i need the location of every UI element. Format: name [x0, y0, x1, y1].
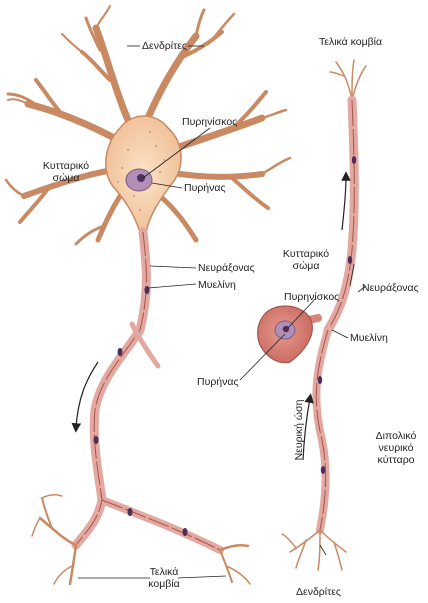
bipolar-nucleus-label: Πυρήνας: [197, 376, 239, 388]
bipolar-myelin-label: Μυελίνη: [350, 332, 388, 344]
multipolar-cell-body-label-line2: σώμα: [38, 172, 94, 184]
multipolar-nucleolus: [137, 174, 145, 182]
multipolar-axon-label: Νευράξονας: [198, 262, 255, 274]
multipolar-neuron: [6, 6, 290, 584]
multipolar-dendrites-label: Δενδρίτες: [142, 40, 187, 52]
bipolar-up-arrow: [342, 176, 346, 230]
bipolar-terminals-label: Τελικά κομβία: [319, 36, 382, 48]
bipolar-terminals: [330, 60, 366, 100]
bipolar-signal-direction-label: Νευρική ώση: [293, 390, 305, 470]
bipolar-title-line2: νευρικό: [364, 442, 428, 454]
bipolar-dendrites-label: Δενδρίτες: [296, 586, 341, 598]
multipolar-cell-body-label: Κυτταρικό σώμα: [38, 160, 94, 184]
multipolar-terminals-label: Τελικά κομβία: [136, 566, 192, 590]
bipolar-title-line1: Διπολικό: [364, 430, 428, 442]
bipolar-cell-body-label: Κυτταρικό σώμα: [278, 248, 334, 272]
bipolar-dendrites: [282, 530, 346, 570]
bipolar-title-line3: κύτταρο: [364, 454, 428, 466]
bipolar-title: Διπολικό νευρικό κύτταρο: [364, 430, 428, 466]
multipolar-terminals-label-line1: Τελικά: [136, 566, 192, 578]
bipolar-neuron: [258, 60, 366, 570]
multipolar-nucleolus-label: Πυρηνίσκος: [182, 116, 237, 128]
multipolar-cell-body-label-line1: Κυτταρικό: [38, 160, 94, 172]
multipolar-terminals-label-line2: κομβία: [136, 578, 192, 590]
multipolar-nucleus-label: Πυρήνας: [184, 182, 226, 194]
bipolar-cell-body-label-line2: σώμα: [278, 260, 334, 272]
bipolar-nucleolus-label: Πυρηνίσκος: [284, 291, 339, 303]
multipolar-myelin-label: Μυελίνη: [198, 279, 236, 291]
bipolar-nucleolus: [283, 326, 289, 332]
bipolar-axon-label: Νευράξονας: [362, 282, 419, 294]
bipolar-cell-body-label-line1: Κυτταρικό: [278, 248, 334, 260]
